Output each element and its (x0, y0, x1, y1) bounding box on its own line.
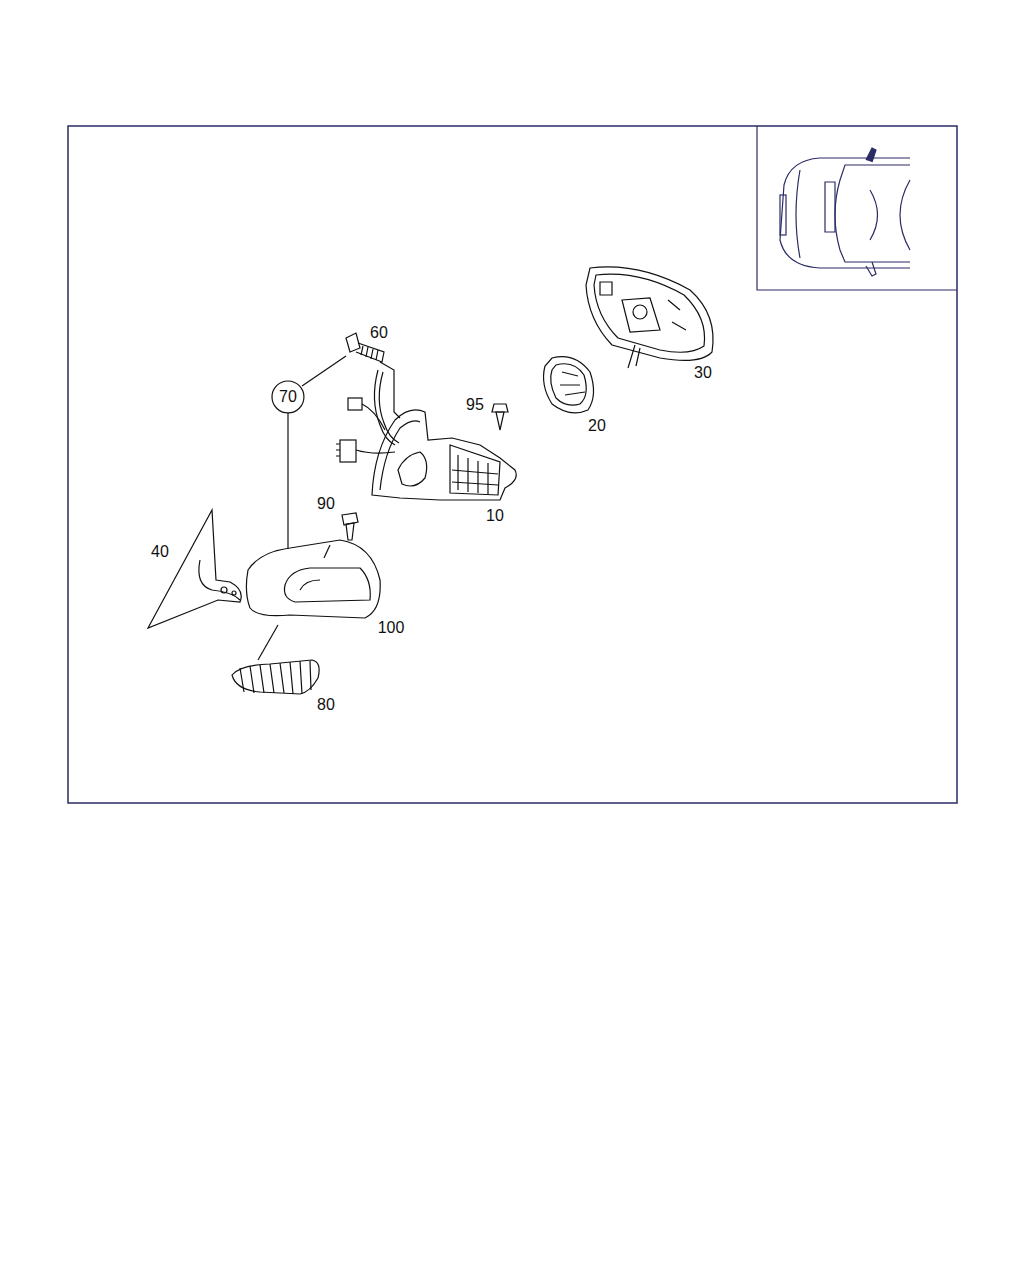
callout-number: 40 (151, 544, 169, 560)
callout-number: 70 (279, 389, 297, 405)
callout-number: 80 (317, 697, 335, 713)
circle-outline (272, 381, 304, 413)
vehicle-inset (757, 126, 957, 290)
callout-circle: 70 (271, 380, 305, 414)
callout-number: 95 (466, 397, 484, 413)
callout-number: 20 (588, 418, 606, 434)
parts (148, 267, 713, 694)
callout-number: 90 (317, 496, 335, 512)
callout-number: 60 (370, 325, 388, 341)
callout-number: 100 (378, 620, 405, 636)
callout-number: 10 (486, 508, 504, 524)
frame (68, 126, 957, 803)
callout-number: 30 (694, 365, 712, 381)
